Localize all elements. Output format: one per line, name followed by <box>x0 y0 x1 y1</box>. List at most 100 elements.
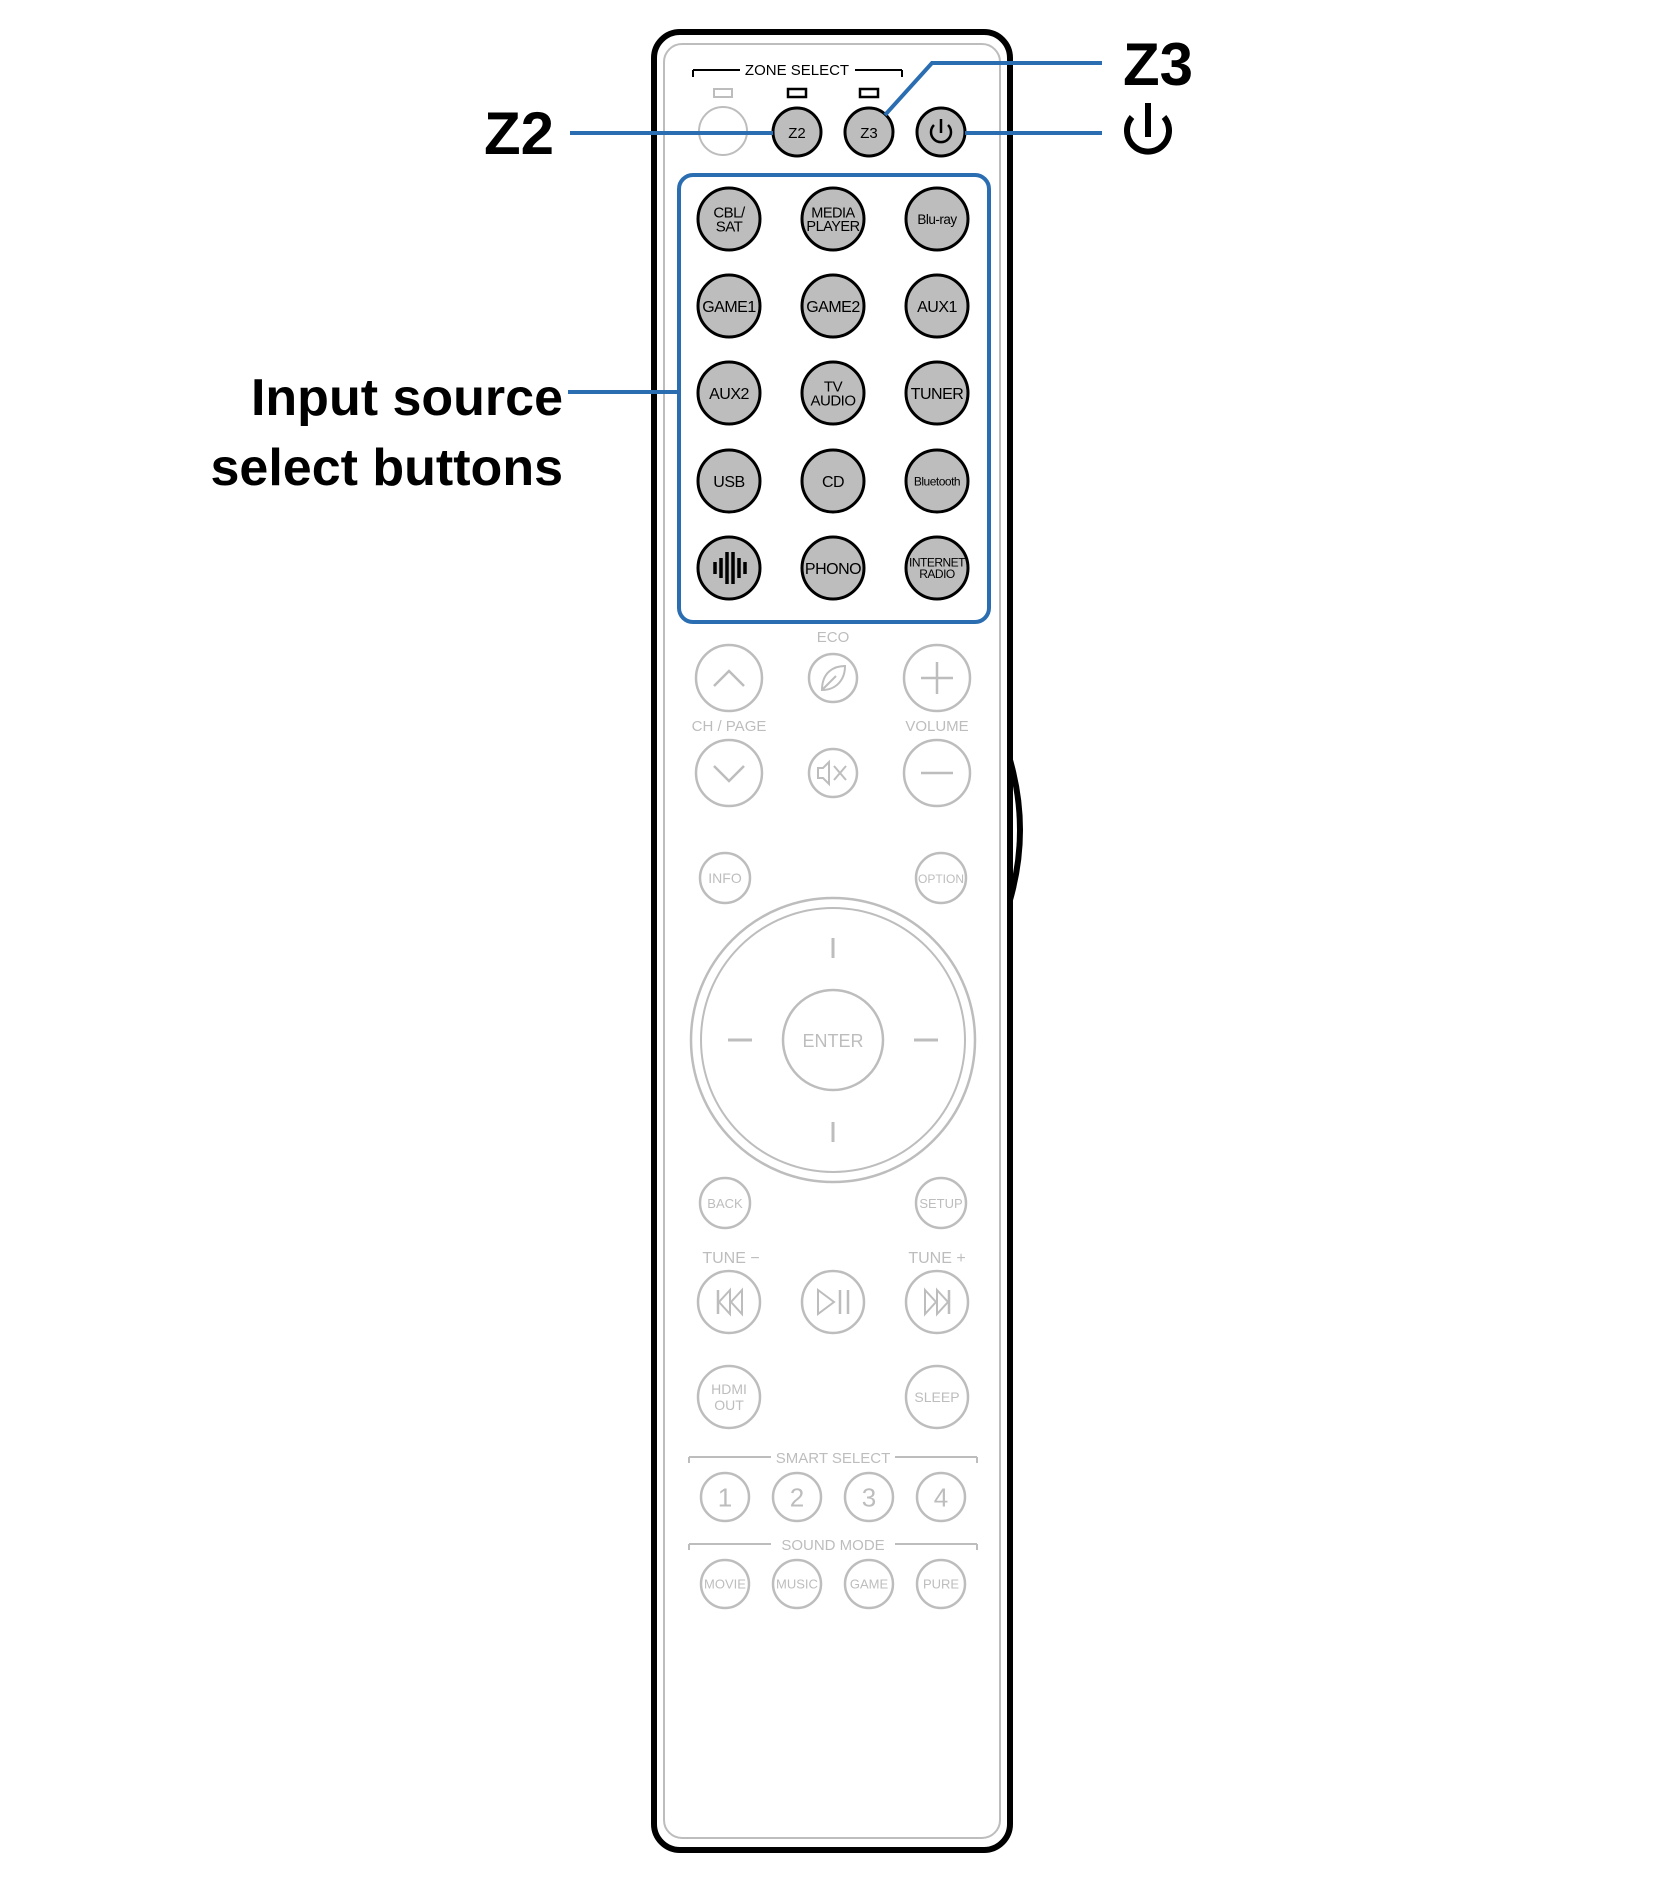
smart-select-button-2[interactable]: 2 <box>771 1471 823 1523</box>
input-button-blu-ray[interactable]: Blu-ray <box>904 186 970 252</box>
power-icon <box>1124 103 1172 155</box>
smart-select-section: SMART SELECT 1 2 3 4 <box>688 1450 978 1523</box>
play-pause-button[interactable] <box>800 1269 866 1335</box>
sleep-label: SLEEP <box>914 1389 959 1405</box>
sound-mode-button-pure[interactable]: PURE <box>915 1558 967 1610</box>
input-source-group-frame <box>677 173 991 624</box>
skip-back-icon <box>716 1287 743 1317</box>
zone-buttons: Z2 Z3 <box>698 106 967 158</box>
chevron-up-icon <box>713 669 745 687</box>
input-button-internet-radio-label: RADIO <box>919 567 955 581</box>
zone-select-header: ZONE SELECT <box>692 62 903 99</box>
input-button-tv-audio-label: TV <box>824 378 843 395</box>
next-button[interactable] <box>904 1269 970 1335</box>
setup-label: SETUP <box>919 1196 962 1211</box>
ch-down-button[interactable] <box>694 738 764 808</box>
input-button-game1-label: GAME1 <box>702 299 756 316</box>
info-button[interactable]: INFO <box>698 851 752 905</box>
input-button-cbl-sat-label: CBL/ <box>713 204 746 221</box>
mute-icon <box>817 759 847 787</box>
sound-mode-button-movie-label: MOVIE <box>704 1577 746 1592</box>
z3-callout: Z3 <box>1123 31 1193 98</box>
chevron-down-icon <box>713 765 745 783</box>
z3-button-label: Z3 <box>860 125 878 142</box>
input-button-phono-label: PHONO <box>805 561 861 578</box>
smart-select-label: SMART SELECT <box>776 1450 890 1467</box>
smart-select-button-2-label: 2 <box>790 1482 804 1512</box>
input-button-phono[interactable]: PHONO <box>800 535 866 601</box>
input-button-heos-icon[interactable] <box>696 535 762 601</box>
sound-mode-button-pure-label: PURE <box>923 1577 959 1592</box>
eco-button[interactable] <box>807 652 859 704</box>
enter-label: ENTER <box>802 1031 863 1051</box>
smart-select-button-1-label: 1 <box>718 1482 732 1512</box>
leaf-icon <box>820 664 847 692</box>
input-button-usb-label: USB <box>713 474 744 491</box>
zone-3-indicator <box>858 87 880 99</box>
sound-mode-button-music[interactable]: MUSIC <box>771 1558 823 1610</box>
sleep-button[interactable]: SLEEP <box>904 1364 970 1430</box>
zone-select-label: ZONE SELECT <box>745 62 849 79</box>
input-source-callout-line-2: select buttons <box>211 439 564 497</box>
input-button-aux2-label: AUX2 <box>709 386 749 403</box>
option-button[interactable]: OPTION <box>914 851 968 905</box>
sound-mode-button-game[interactable]: GAME <box>843 1558 895 1610</box>
back-label: BACK <box>707 1196 743 1211</box>
input-button-usb[interactable]: USB <box>696 448 762 514</box>
hdmi-out-button[interactable]: HDMI OUT <box>696 1364 762 1430</box>
back-button[interactable]: BACK <box>698 1176 752 1230</box>
callout-lines <box>568 61 1102 394</box>
ch-volume-area: ECO CH / PAGE VOLUME <box>692 629 972 808</box>
input-button-cbl-sat[interactable]: CBL/SAT <box>696 186 762 252</box>
power-icon <box>929 119 953 144</box>
sound-mode-label: SOUND MODE <box>781 1537 884 1554</box>
smart-select-button-3-label: 3 <box>862 1482 876 1512</box>
enter-button[interactable]: ENTER <box>781 988 885 1092</box>
input-button-game2[interactable]: GAME2 <box>800 273 866 339</box>
input-button-bluetooth[interactable]: Bluetooth <box>904 448 970 514</box>
volume-down-button[interactable] <box>902 738 972 808</box>
previous-button[interactable] <box>696 1269 762 1335</box>
smart-select-button-1[interactable]: 1 <box>699 1471 751 1523</box>
z2-button-label: Z2 <box>788 125 806 142</box>
ch-up-button[interactable] <box>694 643 764 713</box>
heos-icon <box>713 552 747 584</box>
smart-select-button-4-label: 4 <box>934 1482 948 1512</box>
smart-select-button-3[interactable]: 3 <box>843 1471 895 1523</box>
input-button-aux2[interactable]: AUX2 <box>696 360 762 426</box>
info-label: INFO <box>708 870 742 886</box>
input-button-cd[interactable]: CD <box>800 448 866 514</box>
smart-select-button-4[interactable]: 4 <box>915 1471 967 1523</box>
eco-label: ECO <box>817 629 850 646</box>
z3-button[interactable]: Z3 <box>843 106 895 158</box>
input-button-cd-label: CD <box>822 474 844 491</box>
input-button-bluetooth-label: Bluetooth <box>914 474 960 488</box>
mute-button[interactable] <box>807 747 859 799</box>
sound-mode-section: SOUND MODE MOVIE MUSIC GAME PURE <box>688 1537 978 1610</box>
d-pad: ENTER <box>689 896 977 1184</box>
power-button[interactable] <box>915 106 967 158</box>
tune-plus-label: TUNE + <box>908 1250 965 1267</box>
z2-button[interactable]: Z2 <box>771 106 823 158</box>
input-button-internet-radio-label: INTERNET <box>909 556 966 570</box>
setup-button[interactable]: SETUP <box>914 1176 968 1230</box>
sound-mode-button-movie[interactable]: MOVIE <box>699 1558 751 1610</box>
option-label: OPTION <box>918 872 964 886</box>
hdmi-out-label-2: OUT <box>714 1397 744 1413</box>
tune-minus-label: TUNE − <box>702 1250 759 1267</box>
zone-2-indicator <box>786 87 808 99</box>
volume-label: VOLUME <box>905 718 968 735</box>
input-button-tuner[interactable]: TUNER <box>904 360 970 426</box>
input-button-aux1[interactable]: AUX1 <box>904 273 970 339</box>
sound-mode-button-game-label: GAME <box>850 1577 889 1592</box>
volume-up-button[interactable] <box>902 643 972 713</box>
input-button-blu-ray-label: Blu-ray <box>917 212 957 227</box>
plus-icon <box>921 662 953 694</box>
input-button-aux1-label: AUX1 <box>917 299 957 316</box>
sound-mode-button-music-label: MUSIC <box>776 1577 818 1592</box>
input-button-game1[interactable]: GAME1 <box>696 273 762 339</box>
